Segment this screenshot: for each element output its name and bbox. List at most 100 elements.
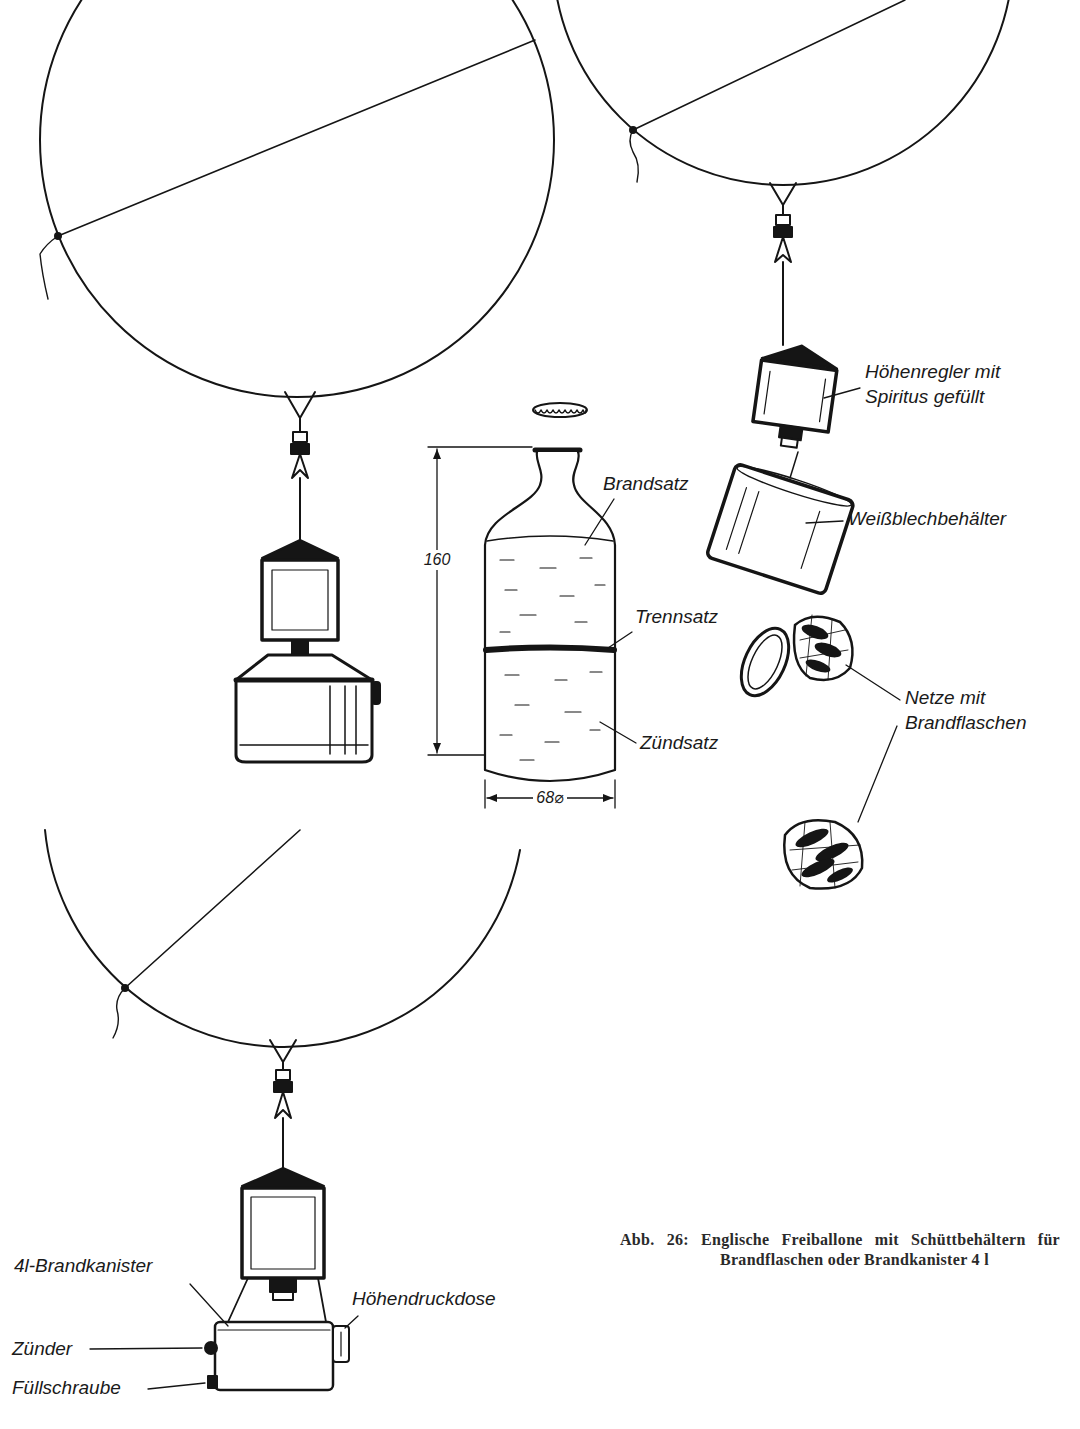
- regulator-detail: [764, 371, 825, 421]
- rope-tail: [113, 988, 125, 1038]
- bottle-outline: [485, 452, 615, 781]
- tin-container: [706, 460, 855, 594]
- canister-strut: [228, 1278, 326, 1322]
- coupling: [776, 215, 790, 225]
- nozzle: [270, 1278, 296, 1292]
- net-ring: [741, 630, 789, 694]
- balloon-rope: [58, 40, 535, 236]
- part-label: Trennsatz: [635, 605, 718, 630]
- altitude-regulator: [750, 340, 839, 452]
- fire-bottles: [813, 640, 843, 661]
- nozzle-ring: [273, 1292, 293, 1300]
- balloon-envelope: [45, 830, 520, 1047]
- leader-line: [585, 499, 614, 545]
- filler-screw: [208, 1376, 217, 1388]
- balloon-2: [553, 0, 1013, 889]
- balloon-neck: [270, 1040, 296, 1070]
- part-label: Weißblechbehälter: [848, 507, 1006, 532]
- fire-bottles: [825, 865, 855, 886]
- leader-line: [846, 665, 900, 700]
- extension-line: [428, 447, 532, 755]
- part-label: 4l-Brandkanister: [14, 1254, 152, 1279]
- separating-layer: [486, 648, 614, 651]
- suspension-cord: [275, 1092, 291, 1168]
- coupling: [276, 1070, 290, 1080]
- part-label: 68⌀: [533, 788, 566, 809]
- extension-line: [485, 780, 615, 808]
- regulator-box: [753, 360, 837, 432]
- leader-line: [190, 1284, 228, 1326]
- suspension-cord: [775, 237, 791, 345]
- container-knob: [372, 682, 380, 704]
- dimension-line: [436, 449, 437, 753]
- part-label: Füllschraube: [12, 1376, 121, 1401]
- net-ring: [732, 621, 799, 703]
- coupling: [274, 1082, 292, 1092]
- liquid-surface: [487, 536, 613, 541]
- bottle-net: [794, 617, 852, 680]
- leader-line: [600, 722, 636, 743]
- canister-seam: [218, 1329, 330, 1330]
- altitude-regulator: [242, 1188, 324, 1278]
- fire-canister: [215, 1322, 333, 1390]
- fire-bottles: [800, 622, 843, 676]
- cap-crimp: [535, 410, 586, 413]
- leader-line: [148, 1383, 205, 1389]
- rope-tail: [40, 236, 58, 299]
- crown-cap: [533, 403, 587, 417]
- balloon-neck: [285, 392, 315, 432]
- leader-line: [608, 632, 632, 648]
- balloon-rope: [633, 0, 905, 130]
- leader-line: [90, 1348, 202, 1349]
- balloon-3: [45, 830, 520, 1390]
- part-label: Zünder: [12, 1337, 72, 1362]
- can-rim: [735, 461, 853, 511]
- leader-line: [858, 726, 897, 822]
- coupling: [774, 227, 792, 237]
- bottle-net: [784, 820, 862, 888]
- fire-bottle: [485, 403, 615, 781]
- part-label: Höhendruckdose: [352, 1287, 496, 1312]
- tin-can: [706, 463, 854, 595]
- net-mesh: [800, 615, 848, 680]
- nozzle: [292, 640, 308, 654]
- figure-caption: Abb. 26: Englische Freiballone mit Schüt…: [620, 1230, 1060, 1270]
- part-label: 160: [421, 550, 454, 571]
- liquid-marks: [500, 558, 605, 632]
- part-label: Zündsatz: [640, 731, 718, 756]
- container-roof: [242, 1168, 324, 1186]
- pressure-capsule: [333, 1326, 349, 1362]
- balloon-rope: [125, 830, 300, 988]
- capsule-detail: [340, 1332, 341, 1356]
- liquid-marks: [500, 672, 602, 760]
- regulator-window: [272, 570, 328, 630]
- part-label: Brandsatz: [603, 472, 689, 497]
- container-roof: [262, 540, 338, 558]
- balloon-envelope: [553, 0, 1013, 185]
- fuze: [205, 1342, 217, 1354]
- container-band: [236, 678, 372, 683]
- leader-line: [824, 388, 860, 398]
- balloon-envelope: [40, 0, 554, 397]
- bottle-lip: [535, 448, 580, 453]
- nozzle-ring: [781, 438, 798, 448]
- container-detail: [240, 686, 368, 754]
- balloon-1: [40, 0, 554, 762]
- part-label: Netze mit Brandflaschen: [905, 686, 1070, 735]
- part-label: Höhenregler mit Spiritus gefüllt: [865, 360, 1065, 409]
- coupling: [293, 432, 307, 442]
- fire-bottles: [804, 657, 832, 675]
- coupling: [291, 444, 309, 454]
- dimension-line: [428, 447, 615, 808]
- rope-tail: [630, 130, 638, 182]
- leader-line: [345, 1316, 358, 1328]
- net-mesh: [790, 822, 860, 888]
- can-detail: [726, 488, 819, 574]
- altitude-regulator: [262, 560, 338, 640]
- dispenser-container: [236, 655, 372, 762]
- suspension-cord: [292, 454, 308, 540]
- regulator-window: [251, 1197, 315, 1269]
- leader-line: [806, 521, 843, 523]
- liquid-marks: [500, 558, 605, 760]
